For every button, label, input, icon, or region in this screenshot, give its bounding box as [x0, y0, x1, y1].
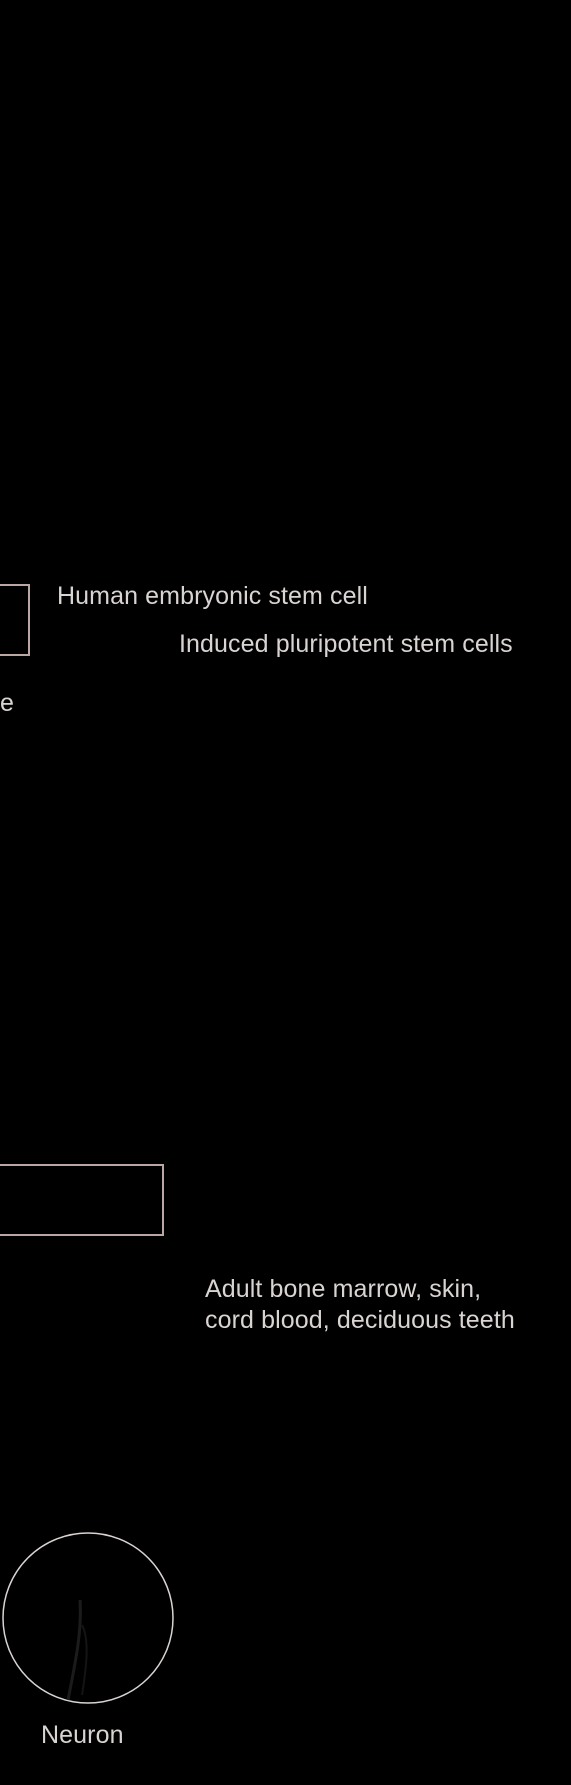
embryonic-stem-cell-box — [0, 584, 30, 656]
adult-sources-label-line1: Adult bone marrow, skin, — [205, 1275, 482, 1303]
adult-sources-label-line2: cord blood, deciduous teeth — [205, 1306, 515, 1334]
induced-pluripotent-stem-cells-label: Induced pluripotent stem cells — [179, 630, 513, 658]
neuron-cell-circle — [2, 1532, 174, 1704]
neuron-label: Neuron — [41, 1721, 124, 1749]
human-embryonic-stem-cell-label: Human embryonic stem cell — [57, 582, 368, 610]
cut-off-label-fragment: e — [0, 689, 15, 717]
adult-stem-cell-box — [0, 1164, 164, 1236]
